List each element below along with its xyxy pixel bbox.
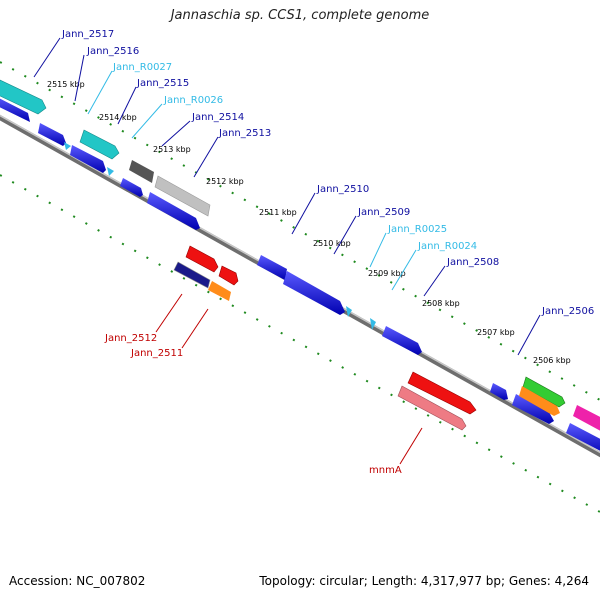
gene-label: Jann_2511 bbox=[130, 348, 183, 359]
kbp-label: 2509 kbp bbox=[368, 269, 406, 278]
rna-marker bbox=[107, 167, 114, 176]
orange-feature-jann-2511 bbox=[208, 281, 231, 301]
gene-feature bbox=[70, 145, 106, 173]
upper-label-leaders bbox=[33, 37, 541, 356]
magenta-feature bbox=[573, 405, 600, 431]
gene-feature bbox=[490, 383, 508, 400]
gene-feature bbox=[566, 423, 600, 451]
lower-tick-track bbox=[0, 174, 600, 513]
gene-label: Jann_R0024 bbox=[417, 241, 477, 252]
gene-feature bbox=[0, 98, 30, 122]
upper-tick-track bbox=[0, 61, 600, 401]
rna-marker bbox=[346, 306, 352, 317]
accession-text: Accession: NC_007802 bbox=[9, 574, 146, 588]
gene-label: Jann_2509 bbox=[357, 207, 410, 218]
gene-label: Jann_2506 bbox=[541, 306, 594, 317]
green-feature bbox=[522, 376, 566, 408]
grey-feature-jann-2514 bbox=[129, 160, 154, 183]
gene-label: Jann_2510 bbox=[316, 184, 369, 195]
kbp-label: 2506 kbp bbox=[533, 356, 571, 365]
pink-feature-mnma bbox=[397, 385, 467, 431]
rna-feature-jann-r0027 bbox=[79, 129, 120, 160]
rna-feature-jann-2517 bbox=[0, 79, 47, 115]
gene-labels: Jann_2517 Jann_2516 Jann_R0027 Jann_2515… bbox=[61, 29, 594, 476]
topology-text: Topology: circular; Length: 4,317,977 bp… bbox=[259, 574, 589, 588]
gene-feature bbox=[382, 326, 422, 355]
kbp-label: 2515 kbp bbox=[47, 80, 85, 89]
red-feature-jann-2512 bbox=[185, 245, 219, 273]
gene-label: Jann_2516 bbox=[86, 46, 139, 57]
navy-feature-jann-2512 bbox=[173, 261, 211, 289]
gene-feature bbox=[120, 178, 143, 197]
kbp-label: 2511 kbp bbox=[259, 208, 297, 217]
kbp-labels: 2515 kbp 2514 kbp 2513 kbp 2512 kbp 2511… bbox=[47, 80, 571, 365]
gene-label: Jann_2514 bbox=[191, 112, 244, 123]
kbp-label: 2513 kbp bbox=[153, 145, 191, 154]
kbp-label: 2507 kbp bbox=[477, 328, 515, 337]
lower-label-leaders bbox=[155, 293, 423, 465]
rna-marker bbox=[64, 142, 71, 150]
gene-feature bbox=[512, 394, 554, 424]
upper-strand-features bbox=[0, 79, 600, 451]
gene-label: Jann_R0027 bbox=[112, 62, 172, 73]
rna-marker bbox=[370, 318, 376, 330]
grey-feature-jann-2513 bbox=[154, 175, 211, 217]
orange-feature bbox=[519, 386, 560, 416]
gene-label: Jann_R0025 bbox=[387, 224, 447, 235]
kbp-label: 2510 kbp bbox=[313, 239, 351, 248]
kbp-label: 2514 kbp bbox=[99, 113, 137, 122]
gene-feature bbox=[38, 123, 66, 146]
gene-feature bbox=[257, 255, 287, 280]
gene-feature bbox=[283, 271, 345, 315]
gene-label: Jann_2517 bbox=[61, 29, 114, 40]
gene-feature bbox=[147, 192, 200, 230]
kbp-label: 2512 kbp bbox=[206, 177, 244, 186]
gene-label: Jann_2515 bbox=[136, 78, 189, 89]
map-title: Jannaschia sp. CCS1, complete genome bbox=[170, 8, 430, 23]
gene-label: Jann_R0026 bbox=[163, 95, 223, 106]
red-feature bbox=[218, 265, 239, 286]
gene-label: mnmA bbox=[369, 465, 402, 476]
gene-label: Jann_2513 bbox=[218, 128, 271, 139]
lower-strand-features bbox=[173, 245, 477, 431]
gene-label: Jann_2508 bbox=[446, 257, 499, 268]
gene-label: Jann_2512 bbox=[104, 333, 157, 344]
red-feature-mnma bbox=[407, 371, 477, 415]
kbp-label: 2508 kbp bbox=[422, 299, 460, 308]
